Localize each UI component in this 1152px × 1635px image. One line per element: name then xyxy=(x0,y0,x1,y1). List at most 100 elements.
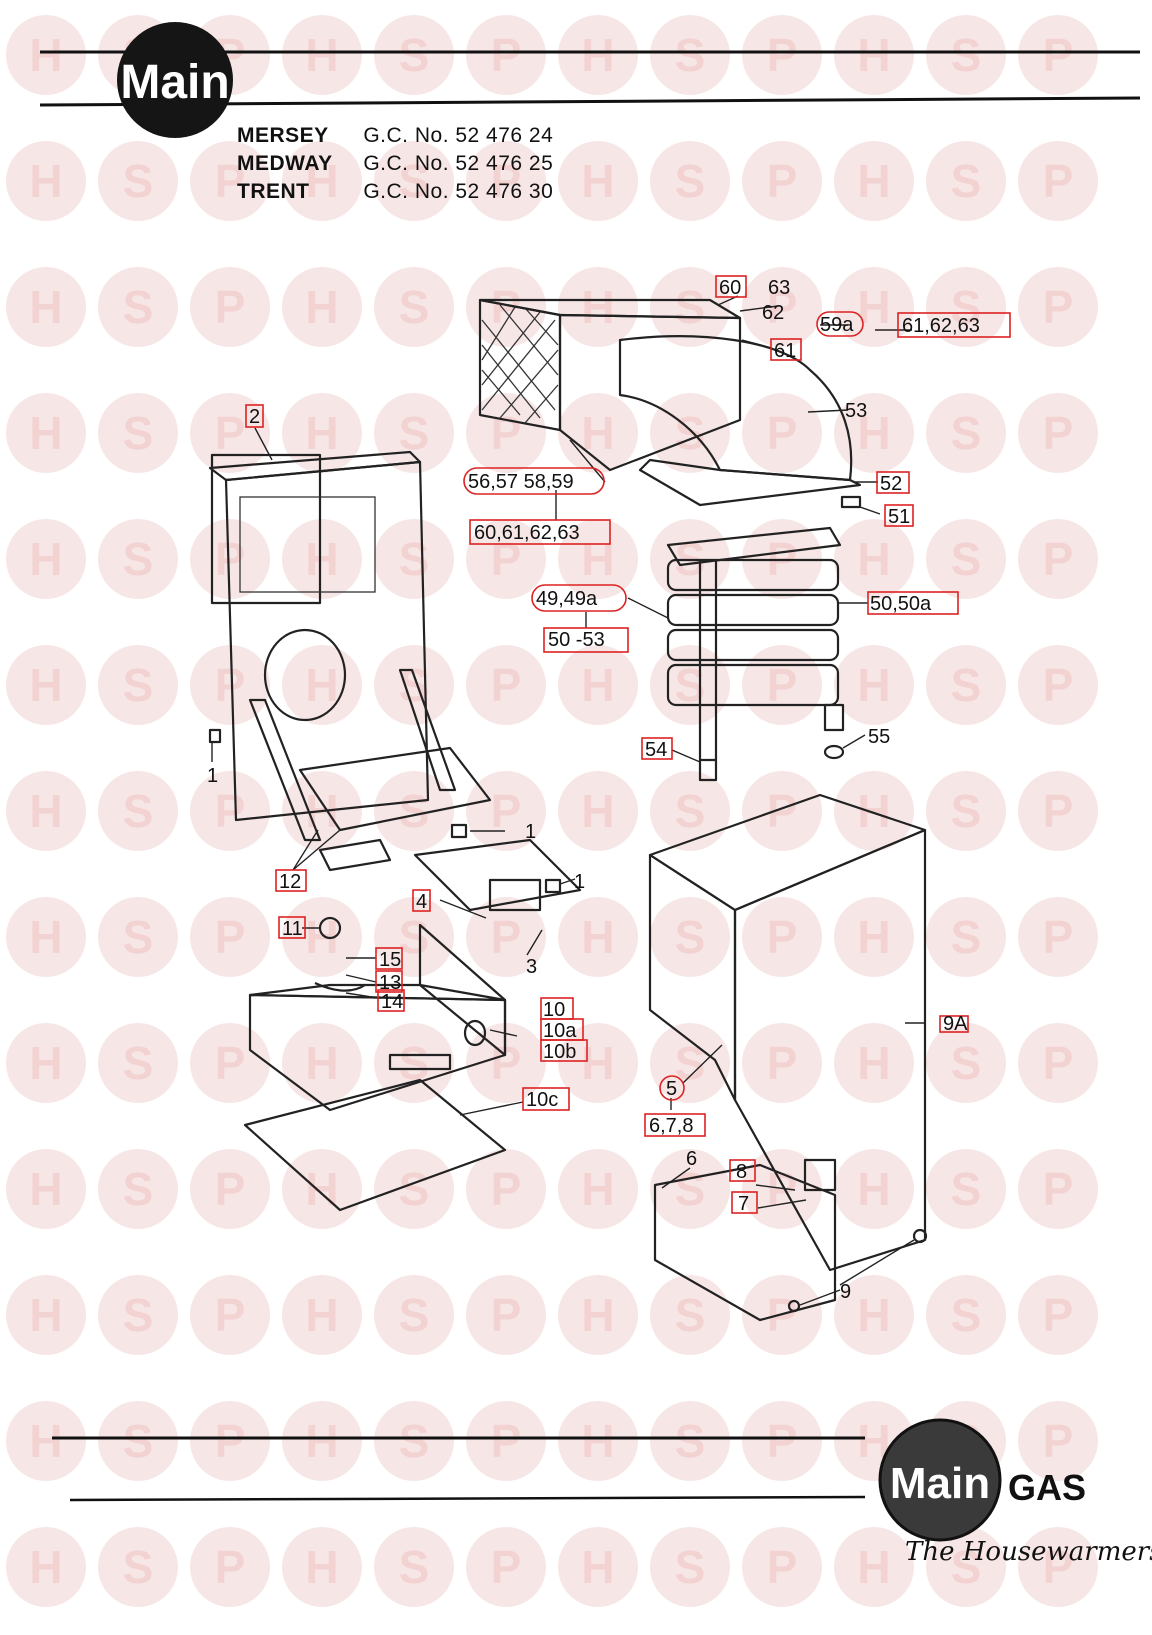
main-logo-text: Main xyxy=(120,56,229,109)
watermark-circle xyxy=(1018,897,1098,977)
watermark-letter: H xyxy=(581,1289,614,1341)
part-label: 9 xyxy=(840,1281,851,1303)
watermark-letter: S xyxy=(123,1163,154,1215)
watermark-letter: H xyxy=(857,407,890,459)
part-label: 59a xyxy=(820,314,854,336)
watermark-letter: S xyxy=(123,911,154,963)
watermark-letter: H xyxy=(581,533,614,585)
watermark-letter: H xyxy=(305,1037,338,1089)
watermark-letter: P xyxy=(1043,659,1074,711)
watermark-circle xyxy=(650,1023,730,1103)
watermark-circle xyxy=(282,141,362,221)
part-label: 50,50a xyxy=(870,593,932,615)
watermark-letter: H xyxy=(857,533,890,585)
watermark-circle xyxy=(650,1149,730,1229)
watermark-letter: P xyxy=(767,1541,798,1593)
watermark-circle xyxy=(834,15,914,95)
watermark-letter: S xyxy=(675,281,706,333)
watermark-circle xyxy=(558,1275,638,1355)
watermark-letter: H xyxy=(305,281,338,333)
watermark-letter: P xyxy=(767,407,798,459)
watermark-letter: P xyxy=(215,1289,246,1341)
watermark-letter: P xyxy=(215,281,246,333)
footer-rules xyxy=(52,1436,866,1502)
watermark-circle xyxy=(6,1401,86,1481)
part-label: 55 xyxy=(868,726,890,748)
watermark-letter: P xyxy=(215,155,246,207)
watermark-letter: S xyxy=(675,1037,706,1089)
watermark-letter: H xyxy=(29,533,62,585)
watermark-letter: P xyxy=(767,911,798,963)
leader-lines xyxy=(211,295,926,1306)
watermark-letter: H xyxy=(29,1037,62,1089)
watermark-circle xyxy=(190,1275,270,1355)
watermark-letter: H xyxy=(305,155,338,207)
watermark-circle xyxy=(1018,771,1098,851)
watermark-letter: H xyxy=(305,659,338,711)
boiler-back-frame xyxy=(208,450,492,842)
watermark-circle xyxy=(558,393,638,473)
part-label: 56,57 58,59 xyxy=(468,471,574,493)
part-label: 63 xyxy=(768,277,790,299)
watermark-letter: H xyxy=(581,1415,614,1467)
watermark-circle xyxy=(650,1527,730,1607)
watermark-circle xyxy=(466,1401,546,1481)
part-label: 61 xyxy=(774,340,796,362)
watermark-circle xyxy=(466,1527,546,1607)
watermark-letter: H xyxy=(857,1037,890,1089)
watermark-circle xyxy=(742,393,822,473)
watermark-letter: H xyxy=(29,659,62,711)
watermark-circle xyxy=(98,393,178,473)
part-label: 3 xyxy=(526,956,537,978)
watermark-circle xyxy=(926,1149,1006,1229)
watermark-letter: S xyxy=(675,155,706,207)
watermark-circle xyxy=(558,15,638,95)
watermark-letter: S xyxy=(675,29,706,81)
watermark-circle xyxy=(374,771,454,851)
part-label: 4 xyxy=(416,891,427,913)
watermark-circle xyxy=(6,393,86,473)
watermark-letter: H xyxy=(857,911,890,963)
watermark-circle xyxy=(834,1149,914,1229)
watermark-circle xyxy=(742,1401,822,1481)
part-label: 12 xyxy=(279,871,301,893)
watermark-letter: H xyxy=(581,911,614,963)
watermark-letter: H xyxy=(29,1415,62,1467)
watermark-letter: H xyxy=(857,785,890,837)
watermark-circle xyxy=(282,645,362,725)
watermark-letter: P xyxy=(1043,1415,1074,1467)
watermark-letter: P xyxy=(215,911,246,963)
watermark-circle xyxy=(374,1023,454,1103)
watermark-letter: H xyxy=(305,1163,338,1215)
part-label: 10b xyxy=(543,1041,576,1063)
watermark-letter: P xyxy=(215,407,246,459)
watermark-letter: S xyxy=(123,407,154,459)
watermark-letter: P xyxy=(491,785,522,837)
watermark-circle xyxy=(6,267,86,347)
watermark-circle xyxy=(98,1023,178,1103)
flue-hood-assembly xyxy=(478,298,862,509)
watermark-circle xyxy=(190,267,270,347)
gas-text: GAS xyxy=(1008,1467,1086,1508)
watermark-circle xyxy=(374,1401,454,1481)
model-gc-number: G.C. No. 52 476 25 xyxy=(363,152,554,175)
watermark-letter: H xyxy=(29,1163,62,1215)
watermark-letter: S xyxy=(675,911,706,963)
part-label: 7 xyxy=(738,1193,749,1215)
watermark-letter: P xyxy=(1043,1289,1074,1341)
watermark-circle xyxy=(650,15,730,95)
watermark-circle xyxy=(1018,1527,1098,1607)
watermark-circle xyxy=(374,645,454,725)
watermark-circle xyxy=(190,141,270,221)
watermark-letter: P xyxy=(767,1037,798,1089)
watermark-circle xyxy=(190,393,270,473)
watermark-circle xyxy=(834,897,914,977)
watermark-circle xyxy=(558,771,638,851)
watermark-circle xyxy=(834,1023,914,1103)
watermark-letter: S xyxy=(951,1289,982,1341)
part-label: 5 xyxy=(666,1078,677,1100)
watermark-circle xyxy=(1018,267,1098,347)
watermark-circle xyxy=(650,141,730,221)
watermark-letter: P xyxy=(215,533,246,585)
watermark-letter: P xyxy=(491,407,522,459)
